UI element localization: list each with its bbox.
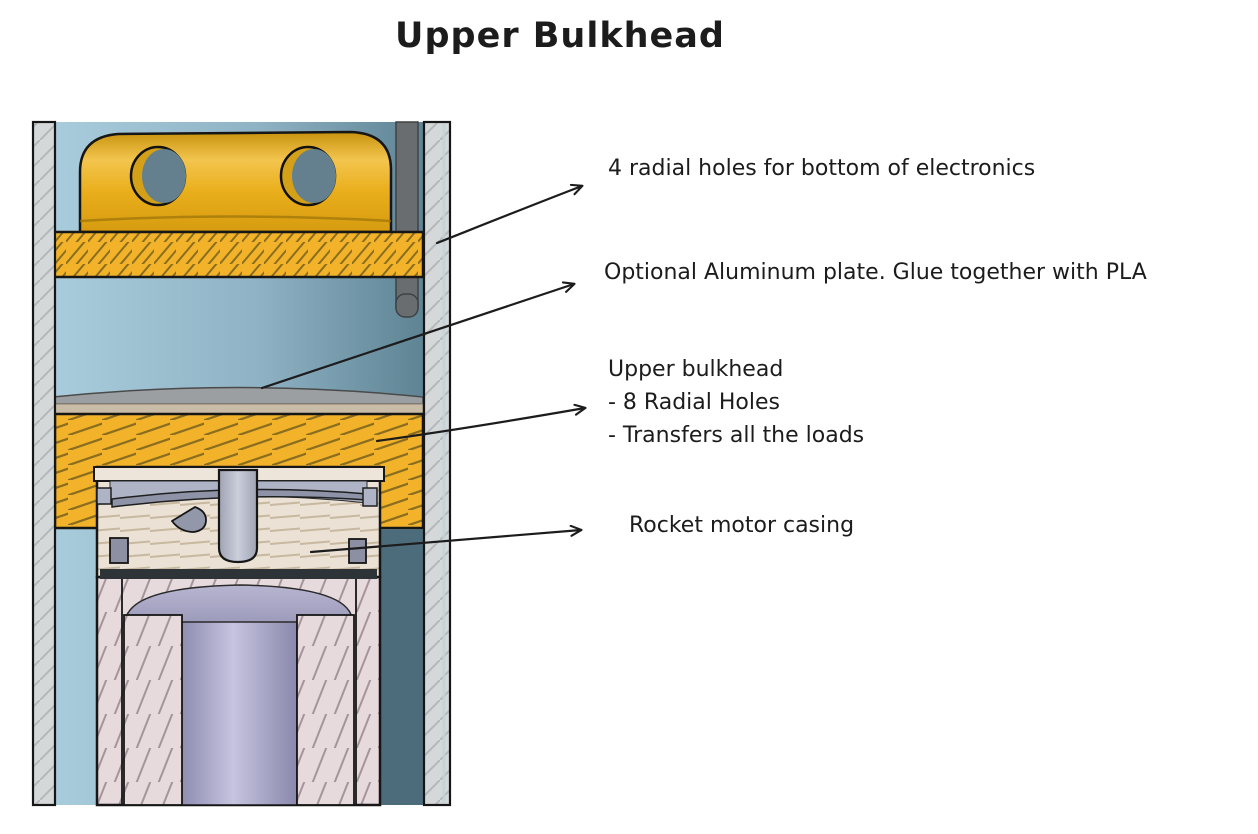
center-charge-tube	[217, 468, 259, 564]
aluminum-plate	[52, 386, 424, 415]
motor-casing-lower	[95, 575, 382, 807]
motor-casing-forward	[93, 465, 385, 579]
annotation-upper-bulkhead-line3: - Transfers all the loads	[608, 423, 865, 448]
guide-rod-shaft	[395, 121, 419, 309]
bracket-hole-right	[292, 149, 336, 203]
retainer-notch-left	[109, 537, 129, 564]
arrow-aluminum-plate	[260, 284, 574, 390]
guide-rod	[395, 121, 419, 318]
aluminum-plate-dome	[52, 386, 424, 405]
aft-closure-dome	[125, 584, 353, 623]
delay-element	[171, 506, 207, 533]
bracket-hole-left	[142, 149, 186, 203]
tube-wall-left	[31, 120, 57, 807]
guide-rod-tip	[395, 293, 419, 318]
electronics-bay-plate	[48, 230, 425, 279]
closure-cap-right	[362, 487, 378, 507]
propellant-grain	[180, 605, 298, 806]
annotation-aluminum-plate: Optional Aluminum plate. Glue together w…	[604, 260, 1147, 285]
annotation-upper-bulkhead-line2: - 8 Radial Holes	[608, 390, 780, 415]
annotation-upper-bulkhead-line1: Upper bulkhead	[608, 357, 784, 382]
annotation-motor-casing: Rocket motor casing	[629, 513, 855, 538]
annotation-radial-holes: 4 radial holes for bottom of electronics	[608, 156, 1036, 181]
annotation-upper-bulkhead: Upper bulkhead - 8 Radial Holes - Transf…	[608, 353, 864, 452]
closure-cap-left	[96, 487, 112, 505]
leader-arrows	[260, 186, 585, 554]
bracket-base-seam	[79, 215, 392, 223]
tube-interior-dark-right	[377, 530, 424, 805]
airframe-walls	[31, 120, 452, 807]
casing-wall-right	[296, 614, 355, 806]
pla-interface-strip	[52, 403, 424, 415]
arrow-upper-bulkhead	[375, 408, 585, 443]
casing-wall-left	[123, 614, 183, 806]
retainer-notch-right	[348, 538, 367, 564]
casing-joint-band	[100, 569, 377, 579]
arrow-radial-holes	[435, 186, 582, 245]
page-title: Upper Bulkhead	[395, 16, 725, 56]
arrow-motor-casing	[309, 530, 581, 554]
tube-wall-right	[422, 120, 452, 807]
electronics-mount-bracket	[78, 130, 393, 234]
